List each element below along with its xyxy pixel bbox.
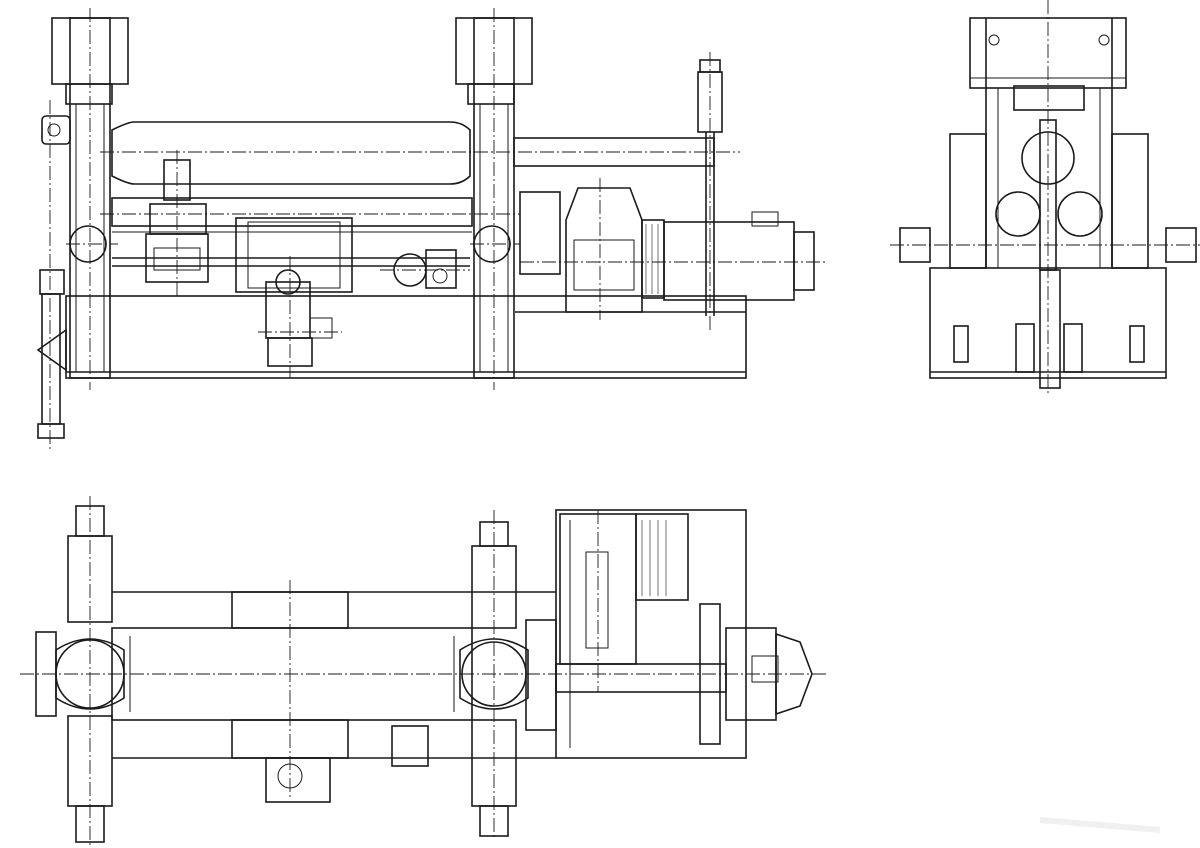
top-roll	[100, 121, 740, 185]
swing-arm	[36, 100, 71, 450]
corner-mark	[1039, 817, 1161, 833]
small-motor	[380, 249, 470, 289]
left-housing	[51, 8, 129, 390]
side-frame	[949, 0, 1149, 396]
base-frame	[65, 295, 747, 379]
drive-drum	[235, 217, 353, 378]
plan-view	[20, 496, 826, 848]
plan-drums	[231, 591, 429, 803]
right-housing	[455, 8, 533, 390]
plan-drive	[525, 510, 813, 745]
screw-rod	[697, 52, 723, 330]
side-rolls	[995, 119, 1103, 271]
lower-rolls	[100, 197, 520, 233]
cross-shafts	[112, 257, 470, 267]
front-elevation-view	[36, 8, 826, 450]
side-elevation-view	[890, 0, 1200, 396]
plan-left-housing	[35, 496, 125, 848]
plan-main-roll	[20, 580, 826, 800]
side-base	[890, 227, 1200, 389]
adjust-gearbox-left	[145, 150, 209, 296]
main-motor	[520, 211, 826, 301]
main-reducer	[519, 178, 665, 320]
